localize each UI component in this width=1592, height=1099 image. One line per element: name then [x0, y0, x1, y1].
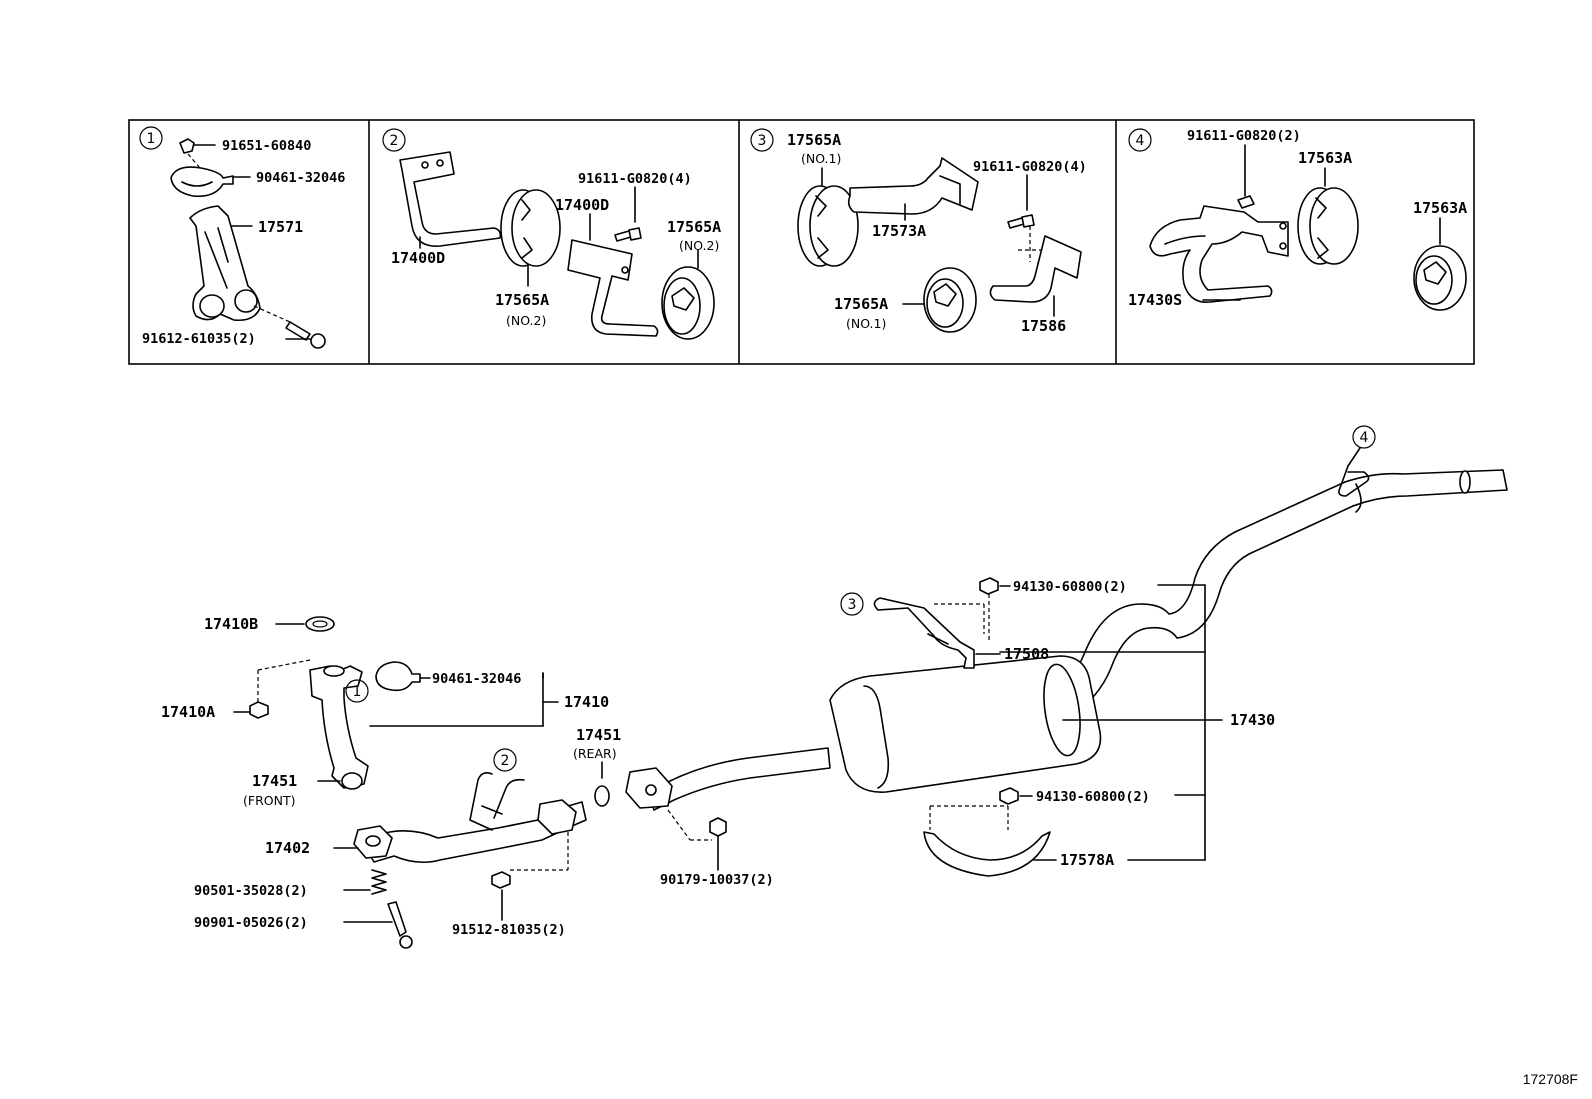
callout-1-circle — [345, 679, 369, 703]
main-assembly: 4 17430 17508 3 94130-60800(2) — [161, 425, 1508, 949]
label-17451-front: 17451 — [252, 772, 297, 790]
panel-3-label-b: (NO.1) — [801, 151, 841, 166]
callout-4-circle — [1352, 425, 1376, 449]
panel-4-label-a: 91611-G0820(2) — [1187, 128, 1301, 144]
bolt-icon — [179, 138, 195, 154]
panel-4-number-circle — [1128, 128, 1152, 152]
label-17410b: 17410B — [204, 615, 258, 633]
label-17508: 17508 — [1004, 645, 1049, 663]
label-90179: 90179-10037(2) — [660, 872, 774, 888]
panel-1-label-a: 91651-60840 — [222, 138, 311, 154]
bracket-17400d-right-icon — [567, 239, 659, 337]
gasket-rear-icon — [594, 785, 610, 807]
panel-2-label-b: 91611-G0820(4) — [578, 171, 692, 187]
intermediate-pipe-icon — [647, 747, 831, 811]
panel-1-label-c: 17571 — [258, 218, 303, 236]
label-17451-front-sub: (FRONT) — [243, 793, 295, 808]
tail-pipe-icon — [1044, 469, 1508, 721]
label-91512: 91512-81035(2) — [452, 922, 566, 938]
callout-2-circle — [493, 748, 517, 772]
spring-icon — [371, 869, 387, 895]
gasket-17410b-icon — [305, 616, 335, 632]
diagram-id: 172708F — [1523, 1071, 1578, 1087]
panel-2-number-circle — [382, 128, 406, 152]
panel-3-label-c: 91611-G0820(4) — [973, 159, 1087, 175]
label-94130-upper: 94130-60800(2) — [1013, 579, 1127, 595]
panel-2-label-f: 17565A — [667, 218, 721, 236]
clamp-90461-icon — [375, 661, 421, 692]
panels-frame — [128, 119, 1475, 365]
bracket-17573a-icon — [847, 157, 979, 215]
clamp-icon — [170, 166, 234, 198]
callout-2: 2 — [501, 753, 510, 769]
label-17430: 17430 — [1230, 711, 1275, 729]
bolt-90179-icon — [709, 817, 727, 837]
label-17410: 17410 — [564, 693, 609, 711]
gasket-front-icon — [341, 772, 363, 790]
label-17402: 17402 — [265, 839, 310, 857]
panel-2-label-a: 17400D — [391, 249, 445, 267]
label-90461: 90461-32046 — [432, 671, 521, 687]
detail-panels — [128, 119, 1475, 365]
panel-2-number: 2 — [390, 133, 399, 149]
label-17578a: 17578A — [1060, 851, 1114, 869]
panel-2-label-e: (NO.2) — [506, 313, 546, 328]
hanger-17508-icon — [873, 597, 975, 669]
nut-lower-icon — [999, 787, 1019, 805]
panel-1-label-b: 90461-32046 — [256, 170, 345, 186]
panel-4-number: 4 — [1136, 133, 1145, 149]
rear-flange-icon — [537, 799, 577, 835]
panel-3-number-circle — [750, 128, 774, 152]
callout-3: 3 — [848, 597, 857, 613]
panel-1-number: 1 — [147, 131, 156, 147]
panel-4-label-d: 17430S — [1128, 291, 1182, 309]
label-17451-rear-sub: (REAR) — [573, 746, 617, 761]
panel-3-label-e: 17565A — [834, 295, 888, 313]
panel-2-label-c: 17400D — [555, 196, 609, 214]
panel-3-label-f: (NO.1) — [846, 316, 886, 331]
panel-3: 3 17565A (NO.1) 17573A 91611-G0820(4) 17… — [750, 128, 1087, 335]
panel-2-label-g: (NO.2) — [679, 238, 719, 253]
bracket-17586-icon — [989, 235, 1082, 303]
panel-3-label-a: 17565A — [787, 131, 841, 149]
panel-2-label-d: 17565A — [495, 291, 549, 309]
callout-3-circle — [840, 592, 864, 616]
panel-4: 4 91611-G0820(2) 17563A 17430S 17563A — [1128, 128, 1467, 311]
panel-1-label-d: 91612-61035(2) — [142, 331, 256, 347]
stud-icon — [387, 901, 407, 937]
muffler-icon — [829, 655, 1102, 793]
panel-3-label-d: 17573A — [872, 222, 926, 240]
bracket-17430s-icon — [1149, 205, 1289, 303]
panel-4-label-b: 17563A — [1298, 149, 1352, 167]
callout-4: 4 — [1360, 430, 1369, 446]
label-94130-lower: 94130-60800(2) — [1036, 789, 1150, 805]
nut-upper-icon — [979, 577, 999, 595]
label-90501: 90501-35028(2) — [194, 883, 308, 899]
label-17451-rear: 17451 — [576, 726, 621, 744]
label-90901: 90901-05026(2) — [194, 915, 308, 931]
nut-17410a-icon — [249, 701, 269, 719]
panel-1: 1 91651-60840 90461-32046 17571 91612-61… — [139, 126, 345, 349]
panel-2: 2 17400D 17565A (NO.2) 91611-G0820(4) 17… — [382, 128, 721, 340]
panel-1-number-circle — [139, 126, 163, 150]
front-pipe-17402-icon — [359, 801, 587, 864]
panel-3-label-g: 17586 — [1021, 317, 1066, 335]
bolt-91512-icon — [491, 871, 511, 889]
panel-4-label-c: 17563A — [1413, 199, 1467, 217]
bracket-17400d-left-icon — [399, 151, 502, 247]
panel-3-number: 3 — [758, 133, 767, 149]
label-17410a: 17410A — [161, 703, 215, 721]
heat-shield-17578a-icon — [923, 831, 1051, 877]
callout-1: 1 — [353, 684, 362, 700]
